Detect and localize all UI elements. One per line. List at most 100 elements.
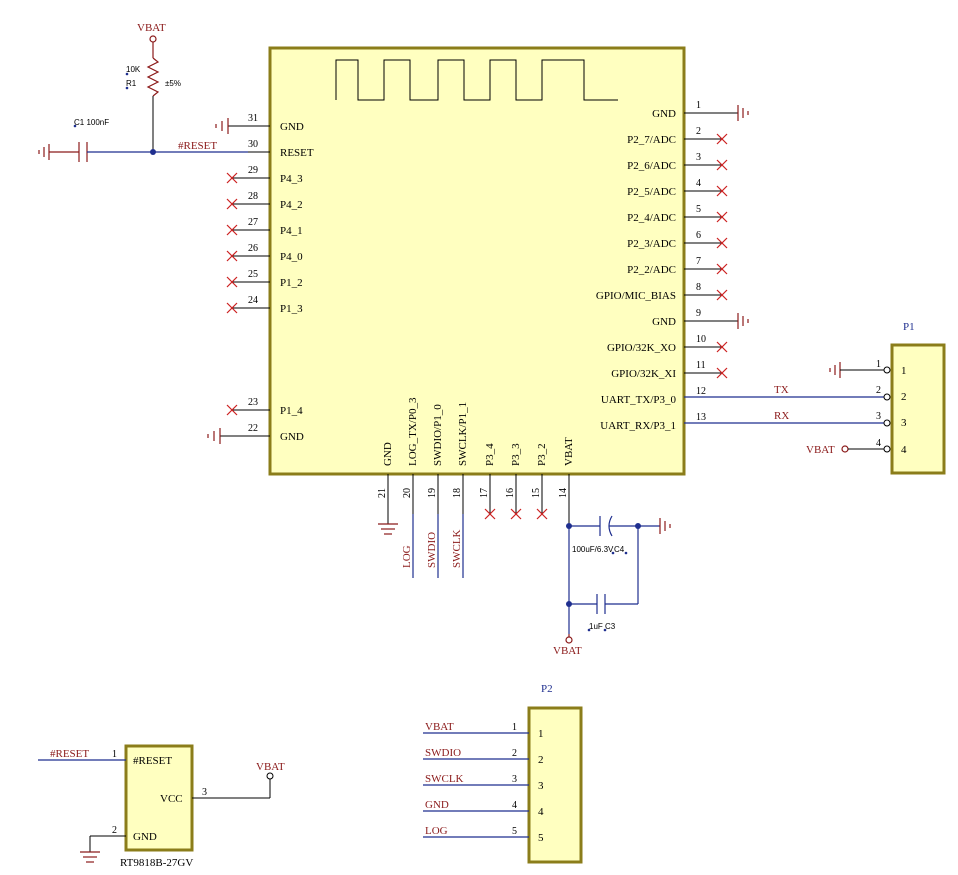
u1-right-pin-11: 11 GPIO/32K_XI [611,360,728,380]
svg-text:25: 25 [248,269,258,280]
svg-text:1: 1 [876,359,881,370]
svg-text:GND: GND [280,121,304,133]
p2-net-1: VBAT [425,721,454,733]
svg-text:26: 26 [248,243,258,254]
svg-text:P2_7/ADC: P2_7/ADC [627,134,676,146]
svg-text:19: 19 [427,488,438,498]
p2-net-2: SWDIO [425,747,461,759]
svg-text:8: 8 [696,282,701,293]
svg-text:14: 14 [558,488,569,498]
r1-tolerance: ±5% [165,79,181,88]
p1-body[interactable] [890,343,946,475]
u1-body[interactable] [268,46,686,476]
svg-text:P4_0: P4_0 [280,251,303,263]
svg-text:7: 7 [696,256,701,267]
u1-chip: 31 GND 30 RESET 29 P4_3 28 P4_2 27 P4_1 [207,46,749,535]
u1-right-pin-8: 8 GPIO/MIC_BIAS [596,282,728,302]
net-label-rx: RX [774,410,789,422]
svg-text:13: 13 [696,412,706,423]
svg-text:2: 2 [538,754,544,766]
u1-right-pin-gnd-9: 9 GND [652,308,749,329]
p1-connector: P1 1 2 3 4 1 2 3 4 TX RX VBAT [684,321,946,475]
svg-text:16: 16 [505,488,516,498]
svg-text:1: 1 [696,100,701,111]
svg-text:P1_3: P1_3 [280,303,303,315]
u1-left-pin-27: 27 P4_1 [226,217,303,237]
svg-text:2: 2 [901,391,907,403]
u1-left-pin-24: 24 P1_3 [226,295,303,315]
p1-vbat-label: VBAT [806,444,835,456]
u1-bottom-pins: 21 20 19 18 17 16 15 14 [377,474,570,535]
svg-text:2: 2 [876,385,881,396]
svg-text:P3_4: P3_4 [484,443,496,466]
svg-text:5: 5 [512,826,517,837]
svg-text:23: 23 [248,397,258,408]
u2-vbat-label: VBAT [256,761,285,773]
u1-right-pin-6: 6 P2_3/ADC [627,230,728,250]
svg-text:3: 3 [202,787,207,798]
u1-right-pin-3: 3 P2_6/ADC [627,152,728,172]
resistor-r1[interactable] [146,57,160,97]
svg-text:GPIO/32K_XI: GPIO/32K_XI [611,368,676,380]
u2-reset-ic: #RESET 1 #RESET VBAT 3 VCC 2 GND RT9818B… [38,744,285,869]
svg-text:4: 4 [696,178,701,189]
svg-text:UART_TX/P3_0: UART_TX/P3_0 [601,394,677,406]
svg-text:GPIO/MIC_BIAS: GPIO/MIC_BIAS [596,290,676,302]
vbat-terminal [149,35,157,43]
svg-text:20: 20 [402,488,413,498]
svg-text:30: 30 [248,139,258,150]
svg-text:LOG_TX/P0_3: LOG_TX/P0_3 [407,397,419,466]
svg-text:18: 18 [452,488,463,498]
svg-text:P4_3: P4_3 [280,173,303,185]
svg-text:RESET: RESET [280,147,314,159]
u2-body[interactable] [124,744,194,852]
net-label-tx: TX [774,384,789,396]
svg-text:4: 4 [876,438,881,449]
svg-text:5: 5 [696,204,701,215]
reset-junction [150,149,156,155]
u1-right-pin-12: 12 UART_TX/P3_0 [601,386,706,406]
p1-ref: P1 [903,321,915,333]
vbat-label-bottom: VBAT [553,645,582,657]
svg-text:UART_RX/P3_1: UART_RX/P3_1 [600,420,676,432]
u1-debug-nets: LOG SWDIO SWCLK [401,514,464,578]
svg-text:P2_3/ADC: P2_3/ADC [627,238,676,250]
svg-text:P2_6/ADC: P2_6/ADC [627,160,676,172]
u1-left-pin-23: 23 P1_4 [226,397,303,417]
u1-left-pin-28: 28 P4_2 [226,191,303,211]
u1-right-pin-5: 5 P2_4/ADC [627,204,728,224]
svg-text:P4_1: P4_1 [280,225,303,237]
svg-text:2: 2 [696,126,701,137]
svg-text:P4_2: P4_2 [280,199,303,211]
p2-net-5: LOG [425,825,448,837]
svg-text:GND: GND [280,431,304,443]
svg-text:GND: GND [133,831,157,843]
svg-text:17: 17 [479,488,490,498]
svg-text:P3_2: P3_2 [536,443,548,466]
u1-right-pin-7: 7 P2_2/ADC [627,256,728,276]
c1-reset-group: C1 100nF #RESET [38,118,248,162]
u1-left-pin-reset-30: 30 RESET [248,139,314,159]
p2-body[interactable] [527,706,583,864]
u1-left-pin-25: 25 P1_2 [226,269,303,289]
svg-text:GND: GND [382,442,394,466]
svg-text:#RESET: #RESET [133,755,172,767]
svg-text:GPIO/32K_XO: GPIO/32K_XO [607,342,676,354]
svg-text:3: 3 [696,152,701,163]
svg-text:11: 11 [696,360,706,371]
svg-text:1: 1 [901,365,907,377]
u1-right-pin-4: 4 P2_5/ADC [627,178,728,198]
svg-text:2: 2 [112,825,117,836]
svg-text:4: 4 [538,806,544,818]
svg-text:GND: GND [652,108,676,120]
svg-text:SWDIO/P1_0: SWDIO/P1_0 [432,404,444,466]
c1-label: C1 100nF [74,118,109,127]
p2-net-3: SWCLK [425,773,464,785]
svg-text:15: 15 [531,488,542,498]
svg-text:P2_2/ADC: P2_2/ADC [627,264,676,276]
p2-connector: P2 VBAT SWDIO SWCLK GND LOG 1 2 3 4 5 1 … [423,683,583,864]
svg-text:1: 1 [112,749,117,760]
u1-left-pin-29: 29 P4_3 [226,165,303,185]
u1-left-pin-26: 26 P4_0 [226,243,303,263]
